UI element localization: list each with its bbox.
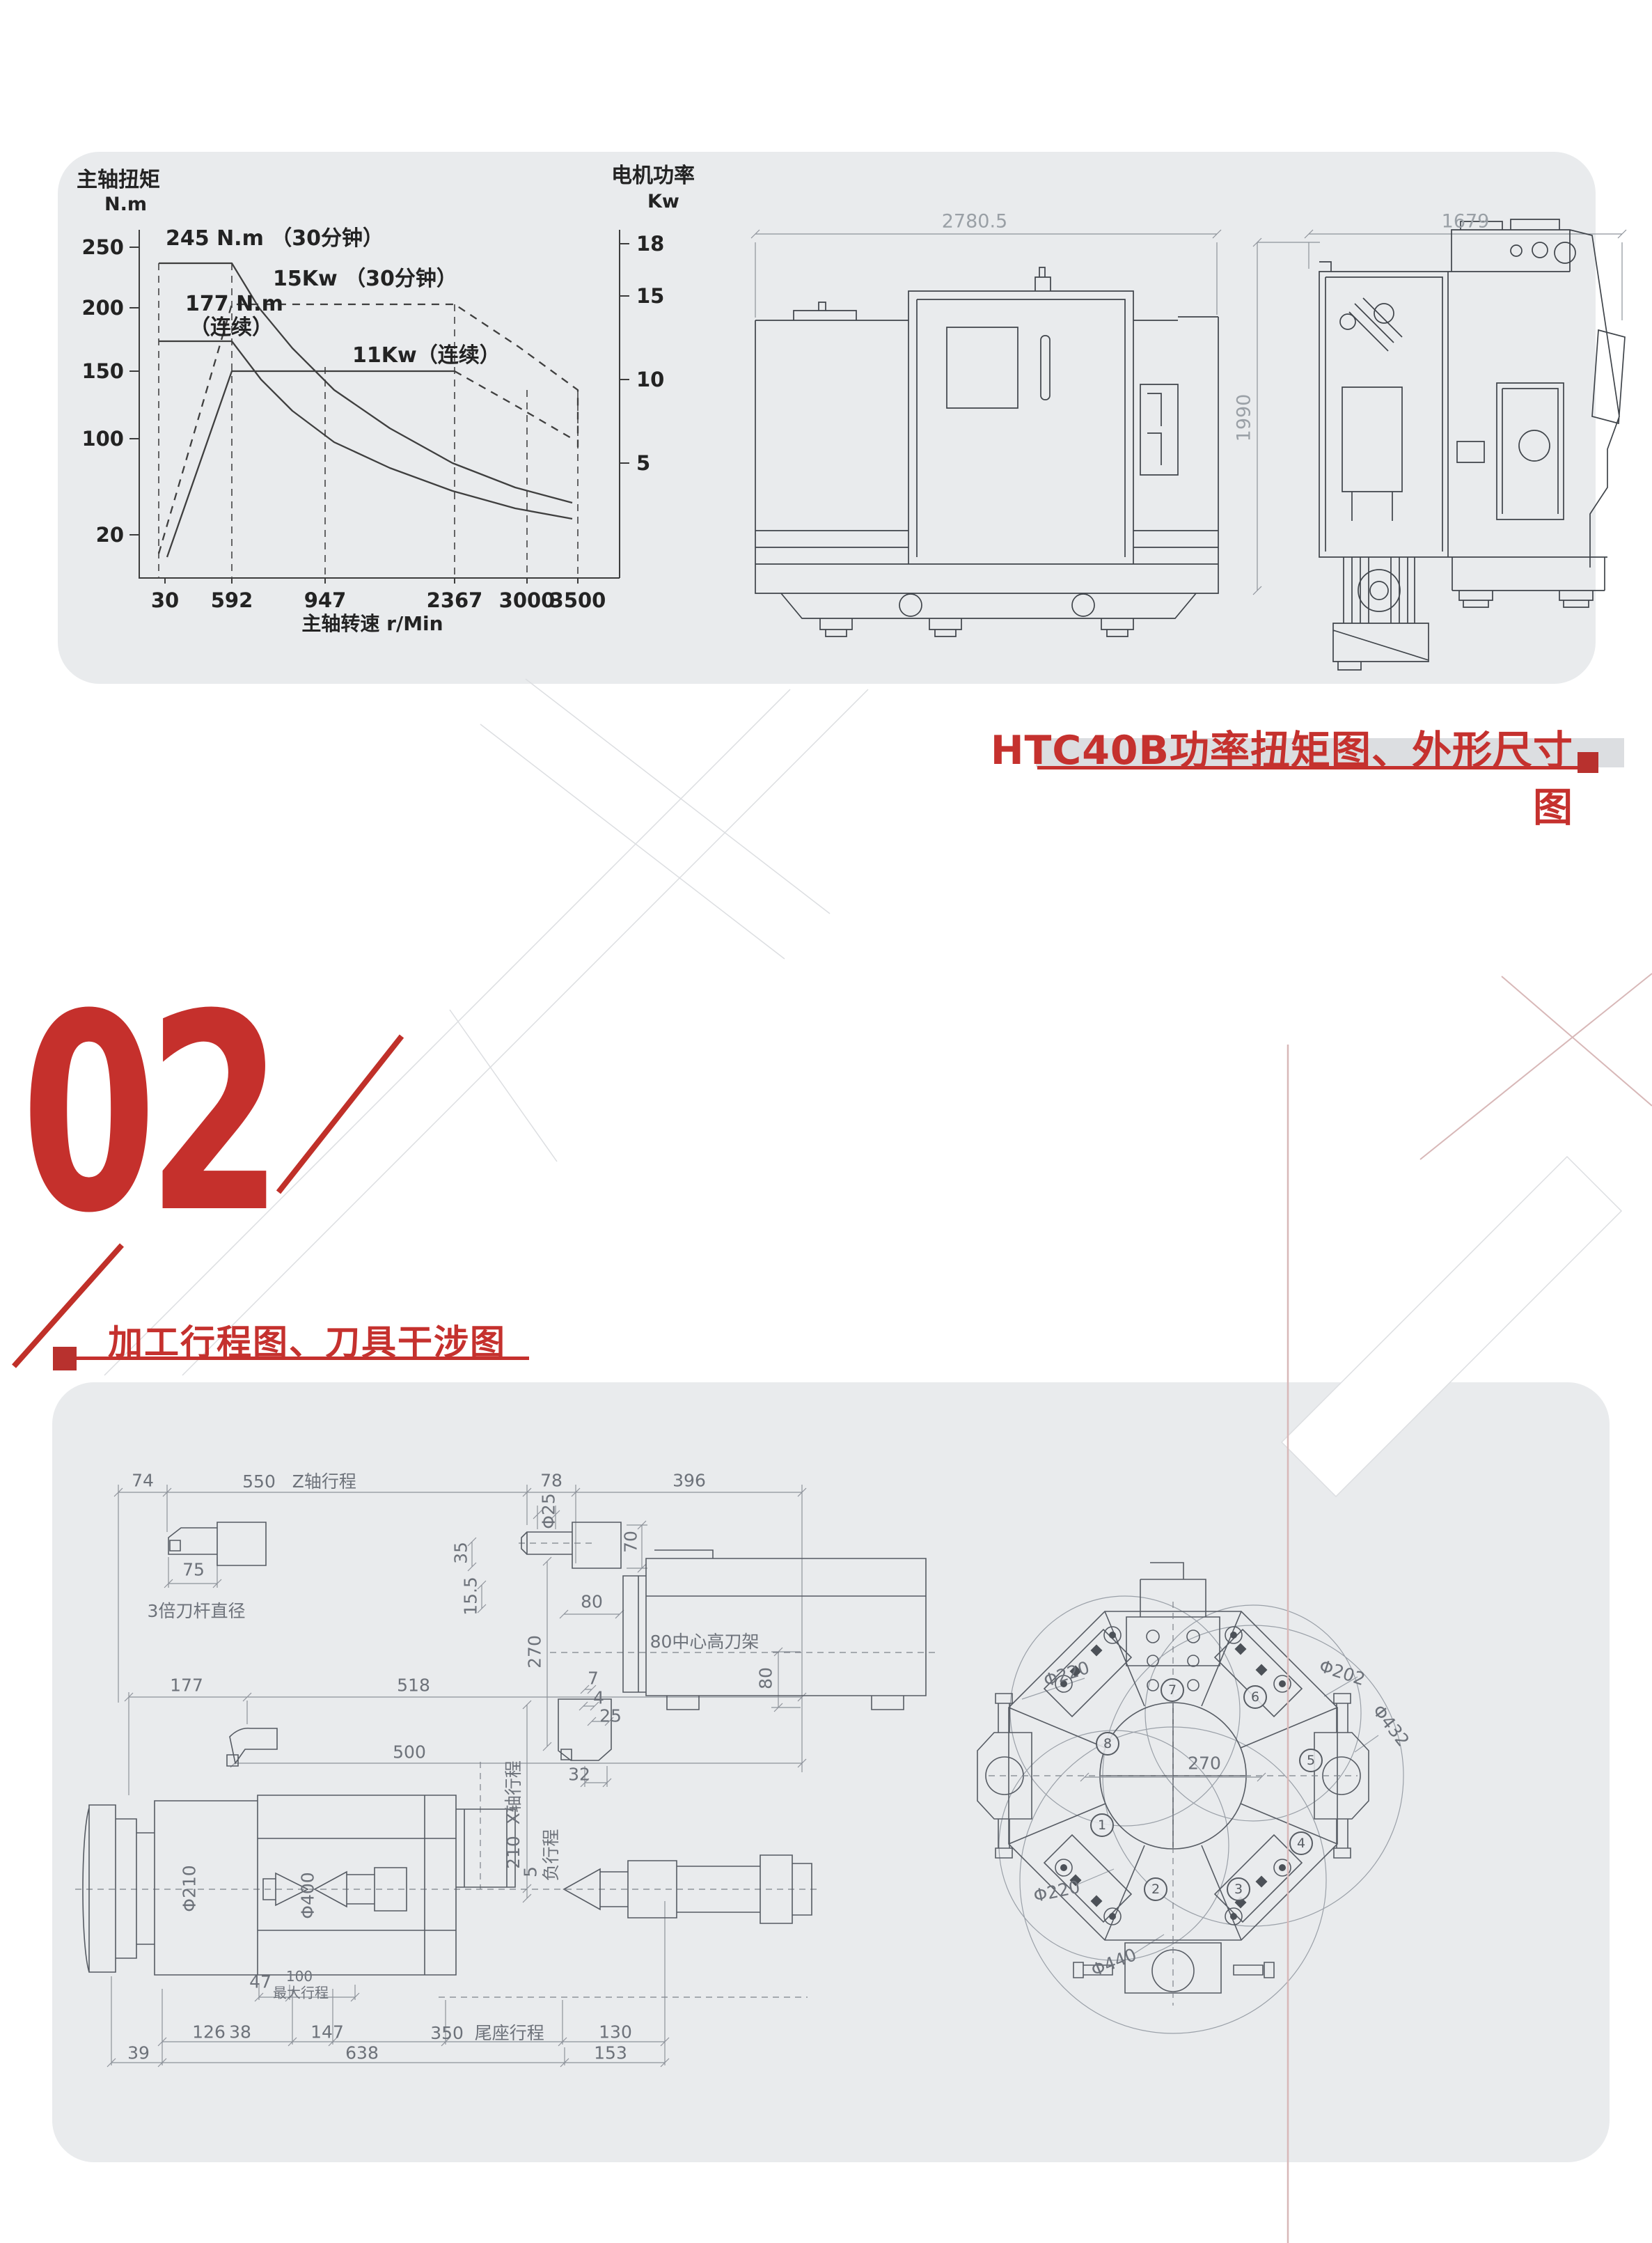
dim-label: 500 bbox=[393, 1742, 426, 1763]
dim-label: 2780.5 bbox=[941, 210, 1008, 233]
dim-label: 210 X轴行程 bbox=[503, 1760, 524, 1869]
dim-label: 396 bbox=[672, 1470, 706, 1491]
dim-label: 126 bbox=[192, 2022, 226, 2042]
dim-label: 177 bbox=[170, 1675, 203, 1696]
dim-label: 100 bbox=[285, 1968, 313, 1985]
section2-red-square bbox=[53, 1347, 77, 1370]
turret-station-number: 2 bbox=[1144, 1877, 1167, 1901]
dim-label: Φ400 bbox=[297, 1872, 318, 1919]
dim-label: 4 bbox=[593, 1687, 604, 1708]
bottom-panel bbox=[52, 1382, 1610, 2162]
dim-label: 550 Z轴行程 bbox=[242, 1471, 356, 1492]
dim-label: 270 bbox=[1188, 1753, 1221, 1774]
dim-label: 80中心高刀架 bbox=[650, 1632, 760, 1652]
dim-label: 35 bbox=[450, 1542, 471, 1564]
dim-label: 74 bbox=[132, 1470, 154, 1491]
dim-label: 25 bbox=[599, 1705, 622, 1726]
section1-title-band bbox=[1036, 738, 1624, 767]
section1-underline bbox=[1037, 766, 1579, 769]
dim-label: 270 bbox=[524, 1635, 545, 1668]
dim-label: 130 bbox=[599, 2022, 632, 2042]
dim-label: 47 bbox=[249, 1971, 272, 1992]
dim-label: Φ25 bbox=[538, 1493, 559, 1529]
dim-label: 80 bbox=[755, 1667, 776, 1689]
dim-label: 350 尾座行程 bbox=[430, 2023, 544, 2043]
section-number: 02 bbox=[21, 956, 283, 1272]
section2-title: 加工行程图、刀具干涉图 bbox=[108, 1322, 506, 1363]
section1-title: HTC40B功率扭矩图、外形尺寸图 bbox=[990, 728, 1573, 831]
dim-label: 最大行程 bbox=[273, 1984, 329, 2001]
turret-station-number: 5 bbox=[1299, 1749, 1323, 1772]
top-panel bbox=[58, 152, 1596, 684]
dim-label: 32 bbox=[568, 1764, 590, 1785]
dim-label: 38 bbox=[229, 2022, 251, 2042]
dim-label: 39 bbox=[127, 2042, 150, 2063]
dim-label: 518 bbox=[397, 1675, 430, 1696]
dim-label: 15.5 bbox=[460, 1577, 481, 1616]
dim-label: 负行程 bbox=[541, 1829, 561, 1882]
turret-station-number: 7 bbox=[1161, 1678, 1184, 1702]
dim-label: 638 bbox=[345, 2042, 379, 2063]
dim-label: 80 bbox=[581, 1591, 603, 1612]
turret-station-number: 1 bbox=[1090, 1813, 1114, 1837]
dim-label: 3倍刀杆直径 bbox=[147, 1601, 246, 1621]
dim-label: 153 bbox=[594, 2042, 627, 2063]
dim-label: 1990 bbox=[1233, 393, 1255, 442]
dim-label: 75 bbox=[182, 1559, 205, 1580]
section1-red-square bbox=[1578, 752, 1598, 773]
turret-station-number: 6 bbox=[1243, 1685, 1267, 1709]
dim-label: 7 bbox=[588, 1668, 599, 1689]
section2-underline bbox=[64, 1357, 529, 1360]
dim-label: 1679 bbox=[1441, 210, 1490, 233]
dim-label: 78 bbox=[540, 1470, 563, 1491]
turret-station-number: 4 bbox=[1289, 1831, 1313, 1855]
dim-label: 70 bbox=[620, 1531, 641, 1553]
dim-label: 147 bbox=[310, 2022, 344, 2042]
turret-station-number: 8 bbox=[1096, 1732, 1119, 1756]
dim-label: Φ210 bbox=[179, 1865, 200, 1912]
turret-station-number: 3 bbox=[1227, 1877, 1250, 1901]
